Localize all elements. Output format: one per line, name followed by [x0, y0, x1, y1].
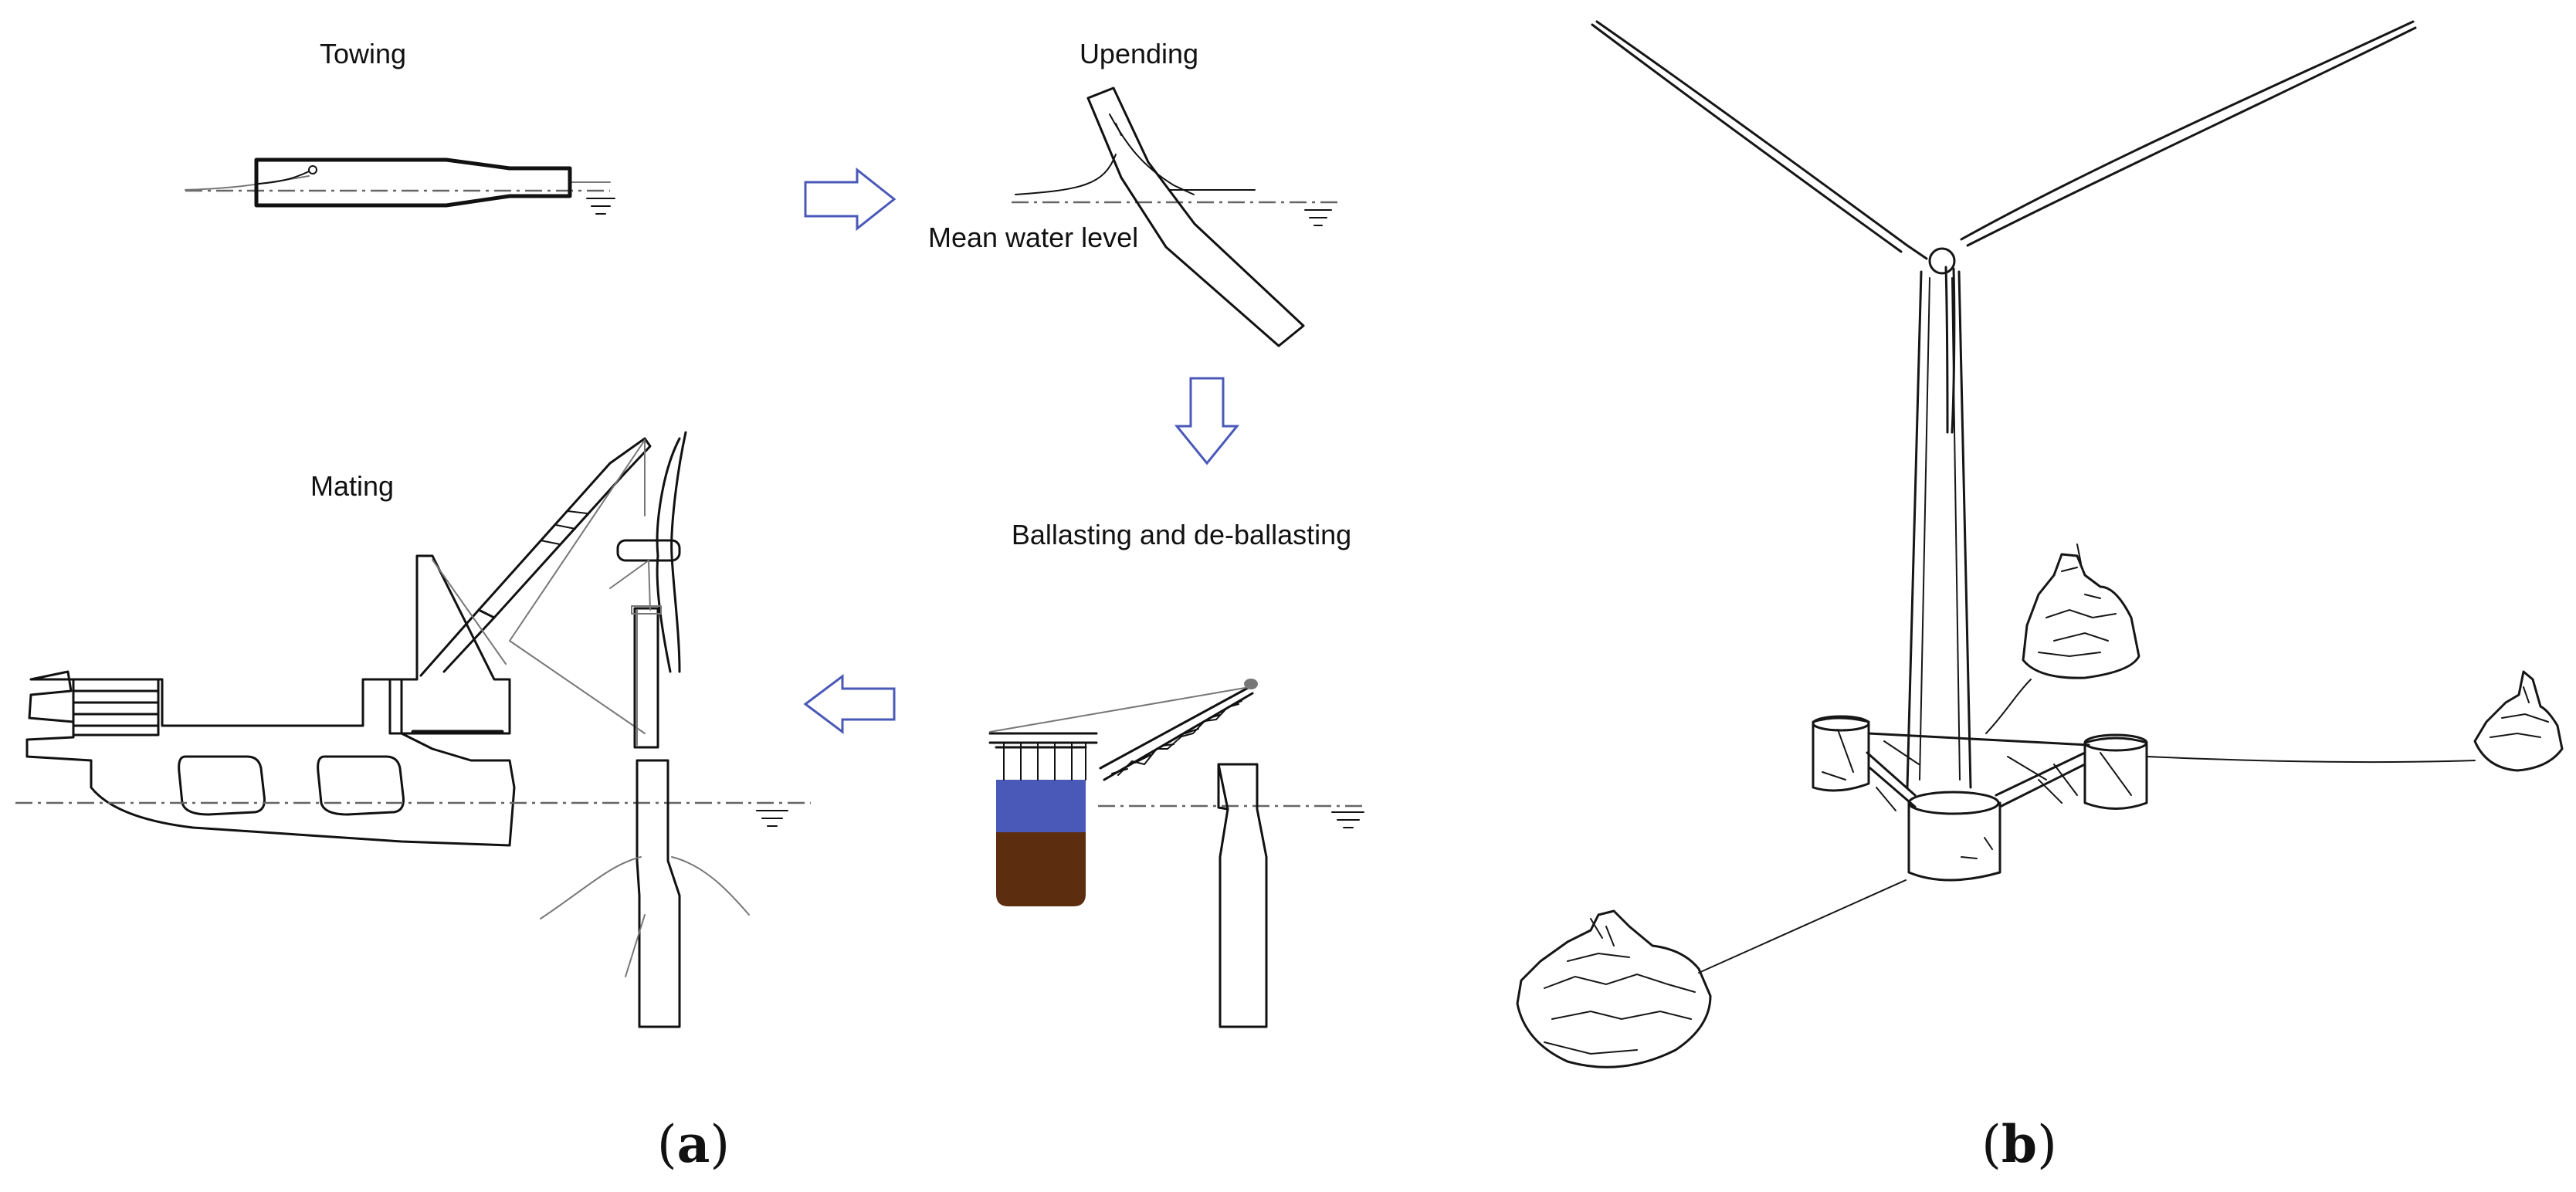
vessel-window-2 [317, 755, 405, 816]
flow-arrow-down [1174, 377, 1240, 466]
ballast-solid-compartment [996, 832, 1086, 906]
pontoon-left [1812, 716, 1870, 792]
turbine-blade-mating [656, 437, 681, 673]
tower-inner-left [1919, 277, 1930, 781]
panel-b: (b) [1516, 20, 2564, 1174]
upending-drawing [1012, 86, 1340, 347]
mating-turbine [609, 431, 687, 749]
tugboat-right [2473, 670, 2564, 772]
step-label-mating: Mating [310, 470, 394, 502]
step-label-towing: Towing [320, 38, 406, 69]
tugboat-bottom-left [1516, 909, 1712, 1068]
step-label-ballasting: Ballasting and de-ballasting [1012, 519, 1351, 550]
central-column [1907, 801, 2001, 882]
pontoon-right [2083, 737, 2148, 810]
brace-top [1867, 732, 2090, 747]
ballasting-crane [988, 679, 1258, 781]
brace-left [1866, 751, 1917, 808]
towing-cable [258, 171, 310, 185]
transition-piece-mating [631, 605, 662, 615]
caption-b-close: ) [2037, 1115, 2057, 1174]
towing-sea-surface [185, 175, 310, 191]
water-level-symbol-towing [586, 198, 615, 215]
crane-hook [1244, 679, 1258, 689]
vessel-deck-house [72, 678, 160, 737]
water-level-symbol-ballasting [1331, 811, 1364, 828]
caption-b-open: ( [1981, 1115, 2001, 1174]
mating-crane [388, 437, 652, 735]
rotor-blade-down [1944, 266, 1949, 434]
tugboat-right-hull [2473, 670, 2564, 772]
spar-hull-left-edge [1217, 763, 1229, 811]
rotor-blades [1591, 20, 2417, 434]
tow-line-bottom-left [1698, 879, 1907, 974]
ballasting-drawing [988, 679, 1367, 1028]
spar-hull-vertical-mating [636, 759, 681, 1028]
mooring-line-mating-right [671, 856, 750, 916]
caption-b-letter: b [2001, 1114, 2037, 1174]
tugboat-top-hull [2022, 553, 2140, 679]
turbine-blade-2-mating [670, 431, 687, 673]
spar-hull-horizontal [254, 157, 572, 208]
mating-drawing [15, 431, 811, 1028]
floating-foundation [1812, 715, 2148, 882]
tow-line-right [2146, 756, 2476, 764]
tow-line-top [1985, 679, 2032, 734]
turbine-tower-mating [633, 607, 659, 749]
mooring-line-mating-back [625, 914, 646, 977]
brace-right [1995, 751, 2086, 808]
mooring-line-mating-left [540, 856, 642, 919]
turbine-nacelle-mating [616, 539, 681, 562]
flow-arrow-right [804, 167, 897, 232]
spar-hull-tilted [1086, 86, 1305, 347]
water-level-symbol-mating [756, 810, 788, 827]
rotor-blade-right [1960, 20, 2415, 241]
tugboat-bottom-hull [1516, 909, 1712, 1068]
towing-padeye [308, 165, 317, 174]
crane-vessel-hull [25, 670, 516, 847]
tower-inner-right [1951, 277, 1961, 781]
rotor-blade-left [1595, 20, 1928, 260]
rotor-hub [1928, 247, 1956, 275]
upending-sea-surface [1015, 154, 1117, 195]
step-label-upending: Upending [1080, 38, 1198, 69]
panel-a: Towing Upending Ballasting and de-ballas… [15, 38, 1367, 1174]
caption-a-open: ( [657, 1115, 677, 1174]
spar-hull-vertical-ballasting [1217, 763, 1268, 1028]
caption-a-letter: a [677, 1114, 710, 1174]
caption-a-close: ) [710, 1115, 730, 1174]
tower-right-edge [1957, 270, 1972, 789]
ballast-water-compartment [996, 780, 1086, 832]
upending-cable [1109, 113, 1195, 195]
mean-water-level-label: Mean water level [928, 222, 1138, 253]
caption-b: (b) [1981, 1114, 2057, 1174]
vessel-window-1 [178, 755, 266, 816]
tower-left-edge [1906, 270, 1923, 789]
tugboat-top [2022, 544, 2140, 679]
towing-drawing [185, 157, 615, 215]
water-level-symbol-upending [1304, 209, 1332, 226]
caption-a: (a) [657, 1114, 730, 1174]
flow-arrow-left [803, 674, 896, 734]
upending-padeye [1115, 123, 1122, 136]
